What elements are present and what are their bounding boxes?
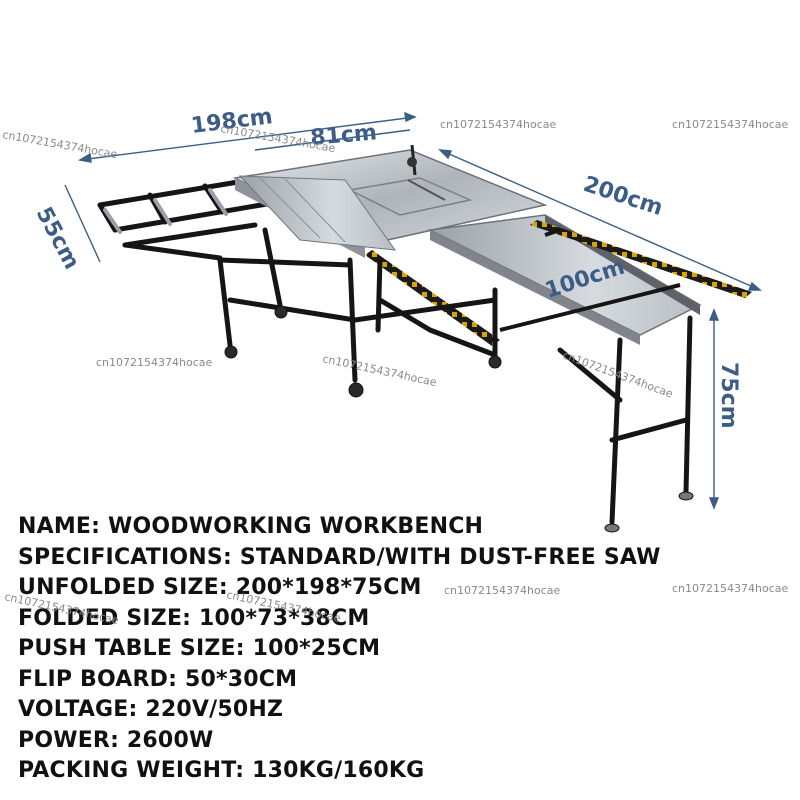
spec-voltage: VOLTAGE: 220V/50HZ bbox=[18, 697, 284, 722]
spec-power: POWER: 2600W bbox=[18, 727, 214, 753]
casters bbox=[224, 305, 694, 533]
workbench-illustration: 198cm 81cm 55cm 200cm 100cm 75cm cn10721… bbox=[1, 104, 788, 533]
spec-name: NAME: WOODWORKING WORKBENCH bbox=[18, 514, 484, 539]
left-rollers bbox=[103, 188, 228, 234]
base-frame bbox=[217, 227, 693, 525]
watermark-text: cn1072154374hocae bbox=[321, 352, 438, 389]
dimension-label-55: 55cm bbox=[31, 203, 84, 274]
spec-specifications: SPECIFICATIONS: STANDARD/WITH DUST-FREE … bbox=[18, 544, 661, 570]
watermark-text: cn1072154374hocae bbox=[1, 128, 118, 161]
spec-flip-board: FLIP BOARD: 50*30CM bbox=[18, 666, 298, 692]
spec-push-table-size: PUSH TABLE SIZE: 100*25CM bbox=[18, 636, 381, 661]
push-rails bbox=[365, 220, 752, 346]
dimension-label-81: 81cm bbox=[309, 120, 378, 151]
spec-packing-weight: PACKING WEIGHT: 130KG/160KG bbox=[18, 758, 425, 783]
dimension-arrows bbox=[64, 111, 762, 510]
spec-folded-size: FOLDED SIZE: 100*73*38CM bbox=[18, 605, 370, 631]
watermark-text: cn1072154374hocae bbox=[672, 118, 788, 131]
left-extension-frame bbox=[97, 177, 293, 261]
spec-list: NAME: WOODWORKING WORKBENCH SPECIFICATIO… bbox=[18, 512, 788, 787]
spec-unfolded-size: UNFOLDED SIZE: 200*198*75CM bbox=[18, 575, 422, 600]
dimension-label-200: 200cm bbox=[580, 172, 666, 221]
sliding-carriage bbox=[238, 175, 397, 251]
dimension-label-75: 75cm bbox=[716, 362, 741, 429]
watermark-text: cn1072154374hocae bbox=[96, 356, 212, 369]
watermark-text: cn1072154374hocae bbox=[440, 118, 556, 131]
